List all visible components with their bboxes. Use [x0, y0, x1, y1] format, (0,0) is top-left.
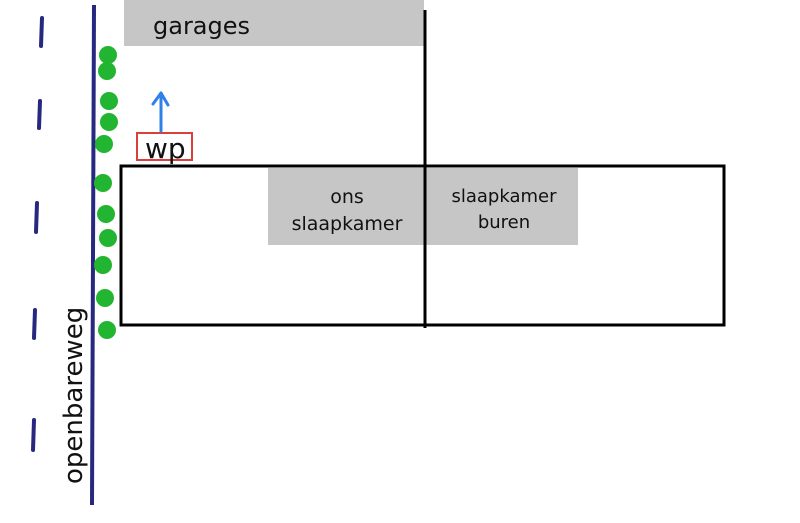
green-dot-icon	[96, 289, 114, 307]
green-dot-icon	[100, 113, 118, 131]
green-dot-icon	[99, 46, 117, 64]
road-dashes	[31, 16, 44, 452]
green-dot-icon	[98, 321, 116, 339]
green-dot-icon	[94, 256, 112, 274]
building-outline	[119, 164, 726, 327]
road-edge-line	[90, 4, 96, 506]
green-dot-icon	[95, 135, 113, 153]
ons-slaapkamer-label-line1: ons	[330, 186, 364, 208]
slaapkamer-buren-label-line1: slaapkamer	[451, 186, 557, 207]
slaapkamer-buren-label-line2: buren	[478, 212, 530, 233]
openbareweg-label: openbareweg	[59, 307, 89, 484]
wp-box	[136, 132, 193, 161]
up-arrow-icon	[151, 91, 170, 133]
ons-slaapkamer-label-line2: slaapkamer	[292, 213, 403, 235]
wp-label: wp	[145, 132, 186, 165]
green-dot-icon	[94, 174, 112, 192]
hedge-dots	[94, 46, 118, 339]
garages-label: garages	[153, 12, 250, 40]
green-dot-icon	[99, 229, 117, 247]
green-dot-icon	[97, 205, 115, 223]
green-dot-icon	[100, 92, 118, 110]
green-dot-icon	[98, 62, 116, 80]
ons-slaapkamer-box	[268, 168, 425, 245]
garages-box	[124, 0, 424, 46]
slaapkamer-buren-box	[425, 168, 578, 245]
